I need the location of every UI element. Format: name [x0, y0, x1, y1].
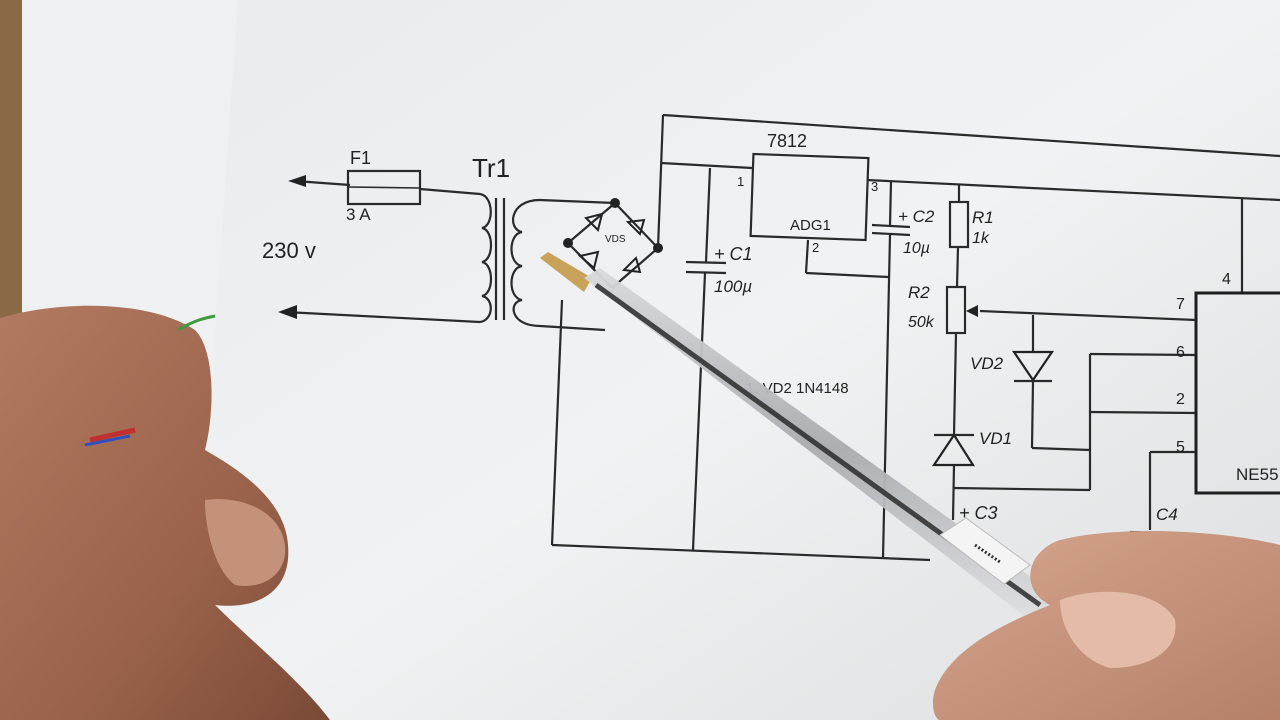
- vd2-wire-bottom: [1030, 380, 1035, 449]
- r2-value: 50k: [908, 314, 935, 331]
- r1-ref: R1: [972, 208, 994, 227]
- fuse-wire: [419, 187, 481, 196]
- ic-body: [1194, 291, 1280, 495]
- rail-in: [660, 161, 753, 170]
- ground-left: [550, 299, 564, 546]
- ic-pin-2: 2: [1176, 391, 1185, 408]
- wire-blue: [84, 434, 131, 447]
- ic-pin-6: 6: [1176, 344, 1185, 361]
- c2-value: 10µ: [903, 240, 930, 257]
- regulator-pin-2: 2: [812, 240, 819, 255]
- r1-value: 1k: [972, 230, 990, 247]
- pen-tip: [540, 252, 592, 292]
- arrow-top-icon: [288, 175, 306, 187]
- c2-plate-1: [871, 223, 911, 229]
- regulator-name: ADG1: [790, 217, 831, 234]
- transformer-ref: Tr1: [472, 153, 510, 183]
- vd1-ref: VD1: [979, 429, 1012, 448]
- regulator-pin-3: 3: [871, 179, 878, 194]
- r2-wiper-arrow-icon: [966, 305, 978, 317]
- pin6-wire: [1089, 352, 1197, 357]
- left-thumb-nail: [205, 499, 286, 586]
- pen-barcode-1: [974, 543, 1001, 564]
- r1-wire-bottom: [955, 246, 960, 288]
- c4-ref: C4: [1156, 505, 1178, 524]
- regulator-type: 7812: [767, 131, 807, 151]
- c1-wire-bottom: [691, 272, 707, 551]
- fuse-rating: 3 A: [346, 205, 371, 224]
- pen: [540, 252, 1060, 628]
- c2-plate-2: [871, 231, 911, 237]
- r2-wire-bottom: [952, 332, 958, 436]
- mains-wire-bottom: [284, 310, 481, 324]
- secondary-wire-bottom: [539, 324, 606, 332]
- ic-pin-5: 5: [1176, 439, 1185, 456]
- r2-ref: R2: [908, 283, 930, 302]
- pen-label: [939, 517, 1031, 585]
- ic-pin-4: 4: [1222, 271, 1231, 288]
- secondary-wire-top: [539, 198, 616, 205]
- vd1-wire-bottom: [951, 464, 956, 521]
- fuse-ref: F1: [350, 148, 371, 168]
- ic-name: NE55: [1236, 465, 1279, 484]
- rail-vertical: [656, 114, 665, 249]
- reg-gnd-2: [805, 271, 889, 279]
- c1-value: 100µ: [714, 277, 752, 296]
- c2-ref: + C2: [898, 207, 935, 226]
- r2-wiper-wire: [979, 309, 1197, 322]
- vd2-ref: VD2: [970, 354, 1004, 373]
- regulator-body: [749, 152, 870, 242]
- rail-out: [866, 178, 1280, 202]
- bridge-ref: VDS: [605, 234, 626, 245]
- regulator-pin-1: 1: [737, 174, 744, 189]
- wire-green: [177, 314, 216, 332]
- wire-red-blue: [89, 427, 136, 443]
- arrow-bottom-icon: [278, 305, 297, 319]
- vd2-to-node: [1031, 446, 1091, 452]
- rail-top: [662, 113, 1280, 158]
- secondary-coil: [510, 198, 541, 328]
- mains-voltage: 230 v: [262, 238, 316, 263]
- pin2-wire: [1089, 410, 1197, 415]
- c3-ref: + C3: [959, 503, 998, 523]
- fuse-element: [347, 186, 421, 189]
- reg-gnd-1: [804, 239, 810, 274]
- right-thumb-nail: [1060, 591, 1176, 668]
- left-hand: [0, 305, 330, 720]
- c2-wire-top: [888, 181, 893, 226]
- r1-body: [948, 200, 970, 249]
- ground-rail: [551, 543, 931, 562]
- primary-coil: [479, 192, 493, 324]
- vd2-symbol: [1011, 350, 1055, 382]
- c1-ref: + C1: [714, 244, 753, 264]
- paper-sheet: [205, 0, 1280, 720]
- bridge-rectifier: VDS: [563, 198, 663, 289]
- c1-plate-1: [685, 260, 727, 265]
- c1-wire-top: [704, 167, 712, 263]
- ic-pin-7: 7: [1176, 296, 1185, 313]
- c1-plate-2: [685, 270, 727, 275]
- c3-node-wire: [952, 486, 1091, 492]
